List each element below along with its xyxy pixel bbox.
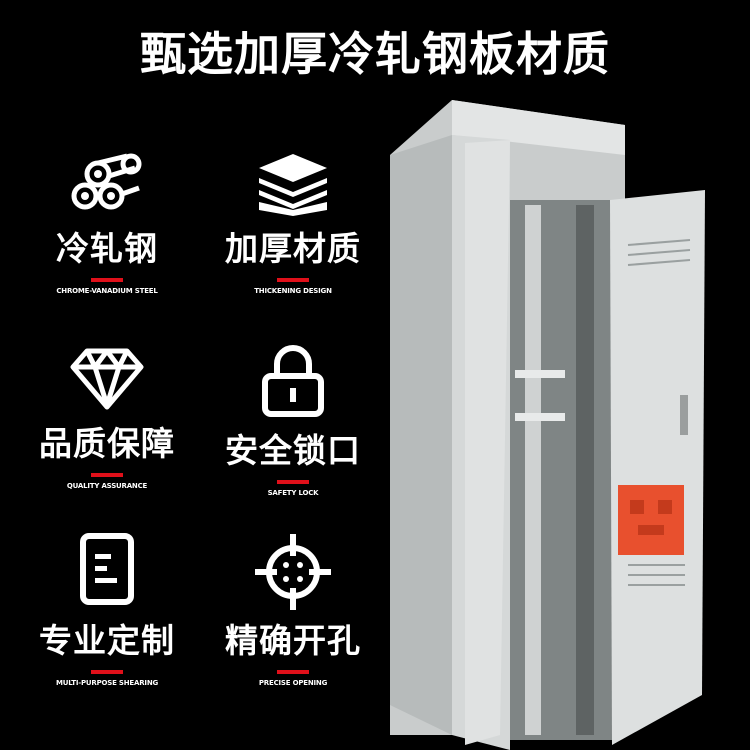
feature-subtitle: SAFETY LOCK: [267, 489, 319, 497]
feature-subtitle: THICKENING DESIGN: [254, 287, 332, 295]
shelf-bracket: [515, 370, 565, 378]
page-title: 甄选加厚冷轧钢板材质: [140, 27, 610, 81]
feature-title: 专业定制: [39, 621, 175, 660]
stacked-layers-icon: [259, 154, 327, 216]
accent-bar: [91, 473, 123, 477]
drawing-pocket: [618, 485, 684, 555]
accent-bar: [91, 278, 123, 282]
cabinet-side-panel: [390, 135, 452, 735]
right-door[interactable]: [610, 190, 705, 745]
padlock-icon: [262, 345, 324, 417]
feature-cold-rolled-steel: 冷轧钢 CHROME-VANADIUM STEEL: [7, 150, 207, 295]
feature-precise-opening: 精确开孔 PRECISE OPENING: [193, 532, 393, 687]
feature-subtitle: CHROME-VANADIUM STEEL: [56, 287, 158, 295]
accent-bar: [277, 480, 309, 484]
feature-thickening: 加厚材质 THICKENING DESIGN: [193, 150, 393, 295]
crosshair-icon: [255, 534, 331, 610]
network-cabinet-image: [390, 100, 705, 750]
diamond-icon: [70, 348, 144, 410]
feature-safety-lock: 安全锁口 SAFETY LOCK: [193, 342, 393, 497]
feature-subtitle: QUALITY ASSURANCE: [66, 482, 148, 490]
steel-rolls-icon: [71, 153, 142, 210]
accent-bar: [277, 278, 309, 282]
accent-bar: [277, 670, 309, 674]
feature-title: 精确开孔: [225, 621, 361, 660]
door-handle-lock[interactable]: [680, 395, 688, 435]
feature-title: 加厚材质: [225, 229, 361, 268]
document-icon: [80, 533, 134, 605]
feature-subtitle: PRECISE OPENING: [258, 679, 328, 687]
cable-manager: [576, 205, 594, 735]
feature-quality: 品质保障 QUALITY ASSURANCE: [7, 345, 207, 490]
shelf-bracket: [515, 413, 565, 421]
feature-title: 冷轧钢: [56, 229, 158, 268]
feature-customization: 专业定制 MULTI-PURPOSE SHEARING: [7, 532, 207, 687]
accent-bar: [91, 670, 123, 674]
feature-title: 品质保障: [39, 424, 175, 463]
feature-subtitle: MULTI-PURPOSE SHEARING: [55, 679, 159, 687]
feature-title: 安全锁口: [225, 431, 361, 470]
